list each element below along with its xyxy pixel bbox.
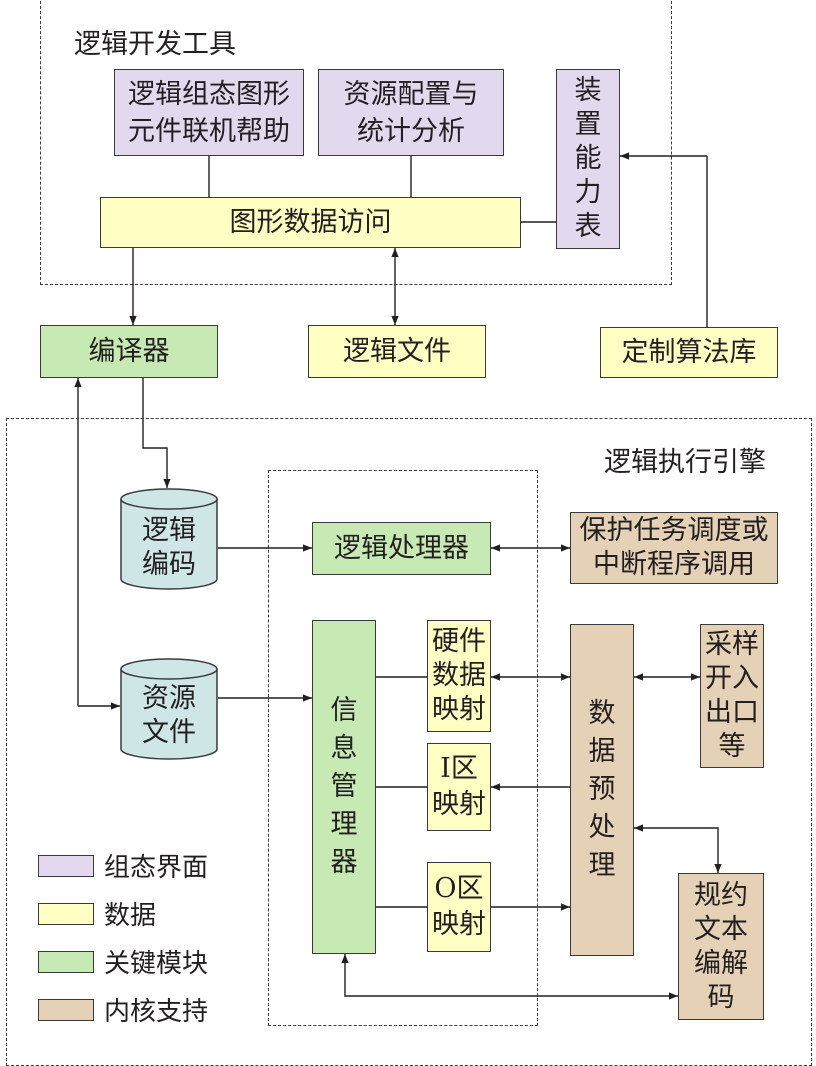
- sampling-io-box: 采样 开入 出口 等: [700, 624, 764, 768]
- legend-label-ui: 组态界面: [104, 853, 209, 883]
- legend-swatch-kernel: [38, 998, 94, 1021]
- logic-code-label-1: 逻辑: [142, 515, 196, 546]
- logic-dev-tools-title: 逻辑开发工具: [74, 29, 236, 60]
- legend-swatch-data: [38, 902, 94, 925]
- logic-code-cylinder: 逻辑 编码: [120, 488, 218, 590]
- legend-item-kernel: 内核支持: [38, 991, 208, 1028]
- graphic-data-access-box: 图形数据访问: [100, 197, 521, 248]
- device-capability-box: 装 置 能 力 表: [556, 69, 620, 249]
- protection-interrupt-box: 保护任务调度或 中断程序调用: [570, 512, 778, 584]
- i-zone-map-box: I区 映射: [427, 743, 491, 831]
- info-manager-box: 信 息 管 理 器: [312, 620, 376, 954]
- resource-file-label-1: 资源: [142, 683, 196, 714]
- legend-item-module: 关键模块: [38, 943, 208, 980]
- legend-swatch-module: [38, 950, 94, 973]
- legend-item-ui: 组态界面: [38, 847, 208, 884]
- resource-file-cylinder: 资源 文件: [120, 658, 218, 760]
- config-help-box: 逻辑组态图形 元件联机帮助: [114, 69, 304, 156]
- legend-swatch-ui: [38, 854, 94, 877]
- legend-label-module: 关键模块: [104, 949, 209, 979]
- logic-code-label-2: 编码: [142, 549, 196, 580]
- compiler-box: 编译器: [40, 325, 218, 378]
- protocol-codec-box: 规约 文本 编解 码: [678, 873, 764, 1020]
- legend-label-data: 数据: [104, 901, 157, 931]
- custom-algorithm-lib-box: 定制算法库: [600, 327, 778, 378]
- logic-exec-engine-title: 逻辑执行引擎: [604, 447, 766, 478]
- logic-file-box: 逻辑文件: [308, 325, 486, 378]
- legend-label-kernel: 内核支持: [104, 997, 209, 1027]
- o-zone-map-box: O区 映射: [427, 862, 491, 952]
- inner-core-region: [268, 470, 538, 1026]
- data-preprocess-box: 数 据 预 处 理: [570, 624, 634, 956]
- logic-dev-tools-region: [40, 0, 672, 285]
- resource-stats-box: 资源配置与 统计分析: [318, 69, 504, 156]
- legend-item-data: 数据: [38, 895, 156, 932]
- logic-processor-box: 逻辑处理器: [312, 522, 491, 575]
- cylinder-shape: [120, 658, 218, 760]
- cylinder-shape: [120, 488, 218, 590]
- resource-file-label-2: 文件: [142, 717, 196, 748]
- hw-data-map-box: 硬件 数据 映射: [427, 620, 491, 732]
